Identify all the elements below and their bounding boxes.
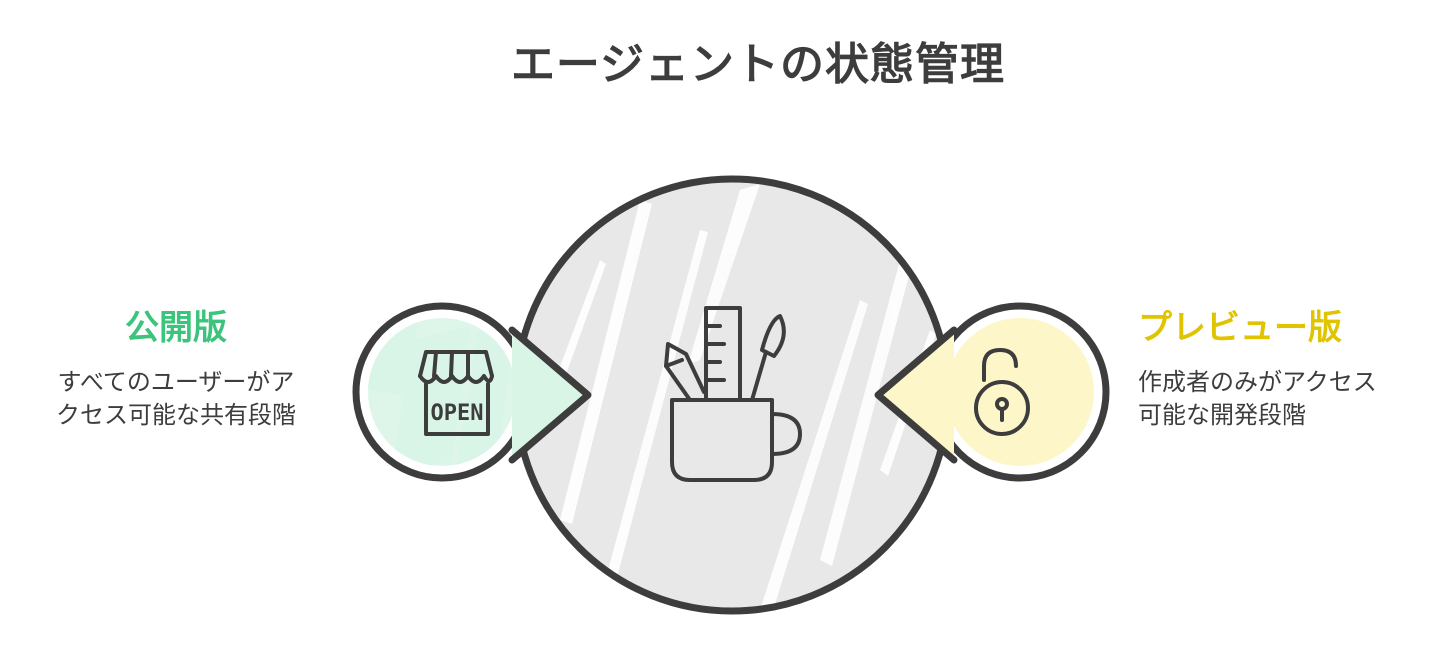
public-stage-description: すべてのユーザーがア クセス可能な共有段階 bbox=[26, 366, 326, 432]
public-stage-description-line: すべてのユーザーがア bbox=[57, 368, 295, 396]
preview-stage-title: プレビュー版 bbox=[1138, 308, 1342, 348]
unlocked-padlock-icon bbox=[974, 347, 1030, 436]
open-sign-icon bbox=[418, 350, 494, 436]
right-pointer-arrow bbox=[874, 326, 958, 464]
preview-stage-description-line: 可能な開発段階 bbox=[1138, 401, 1306, 429]
preview-stage-description-line: 作成者のみがアクセス bbox=[1138, 368, 1377, 396]
open-sign-label: OPEN bbox=[431, 401, 484, 426]
public-stage-info: 公開版 すべてのユーザーがア クセス可能な共有段階 bbox=[26, 308, 326, 432]
public-stage-node bbox=[352, 302, 532, 482]
tool-cup-icon bbox=[664, 306, 802, 482]
public-stage-title: 公開版 bbox=[125, 308, 227, 348]
left-pointer-arrow bbox=[508, 326, 592, 464]
preview-stage-info: プレビュー版 作成者のみがアクセス 可能な開発段階 bbox=[1138, 308, 1438, 432]
public-stage-description-line: クセス可能な共有段階 bbox=[56, 401, 296, 429]
preview-stage-description: 作成者のみがアクセス 可能な開発段階 bbox=[1138, 366, 1438, 432]
diagram-title: エージェントの状態管理 bbox=[510, 39, 1006, 90]
